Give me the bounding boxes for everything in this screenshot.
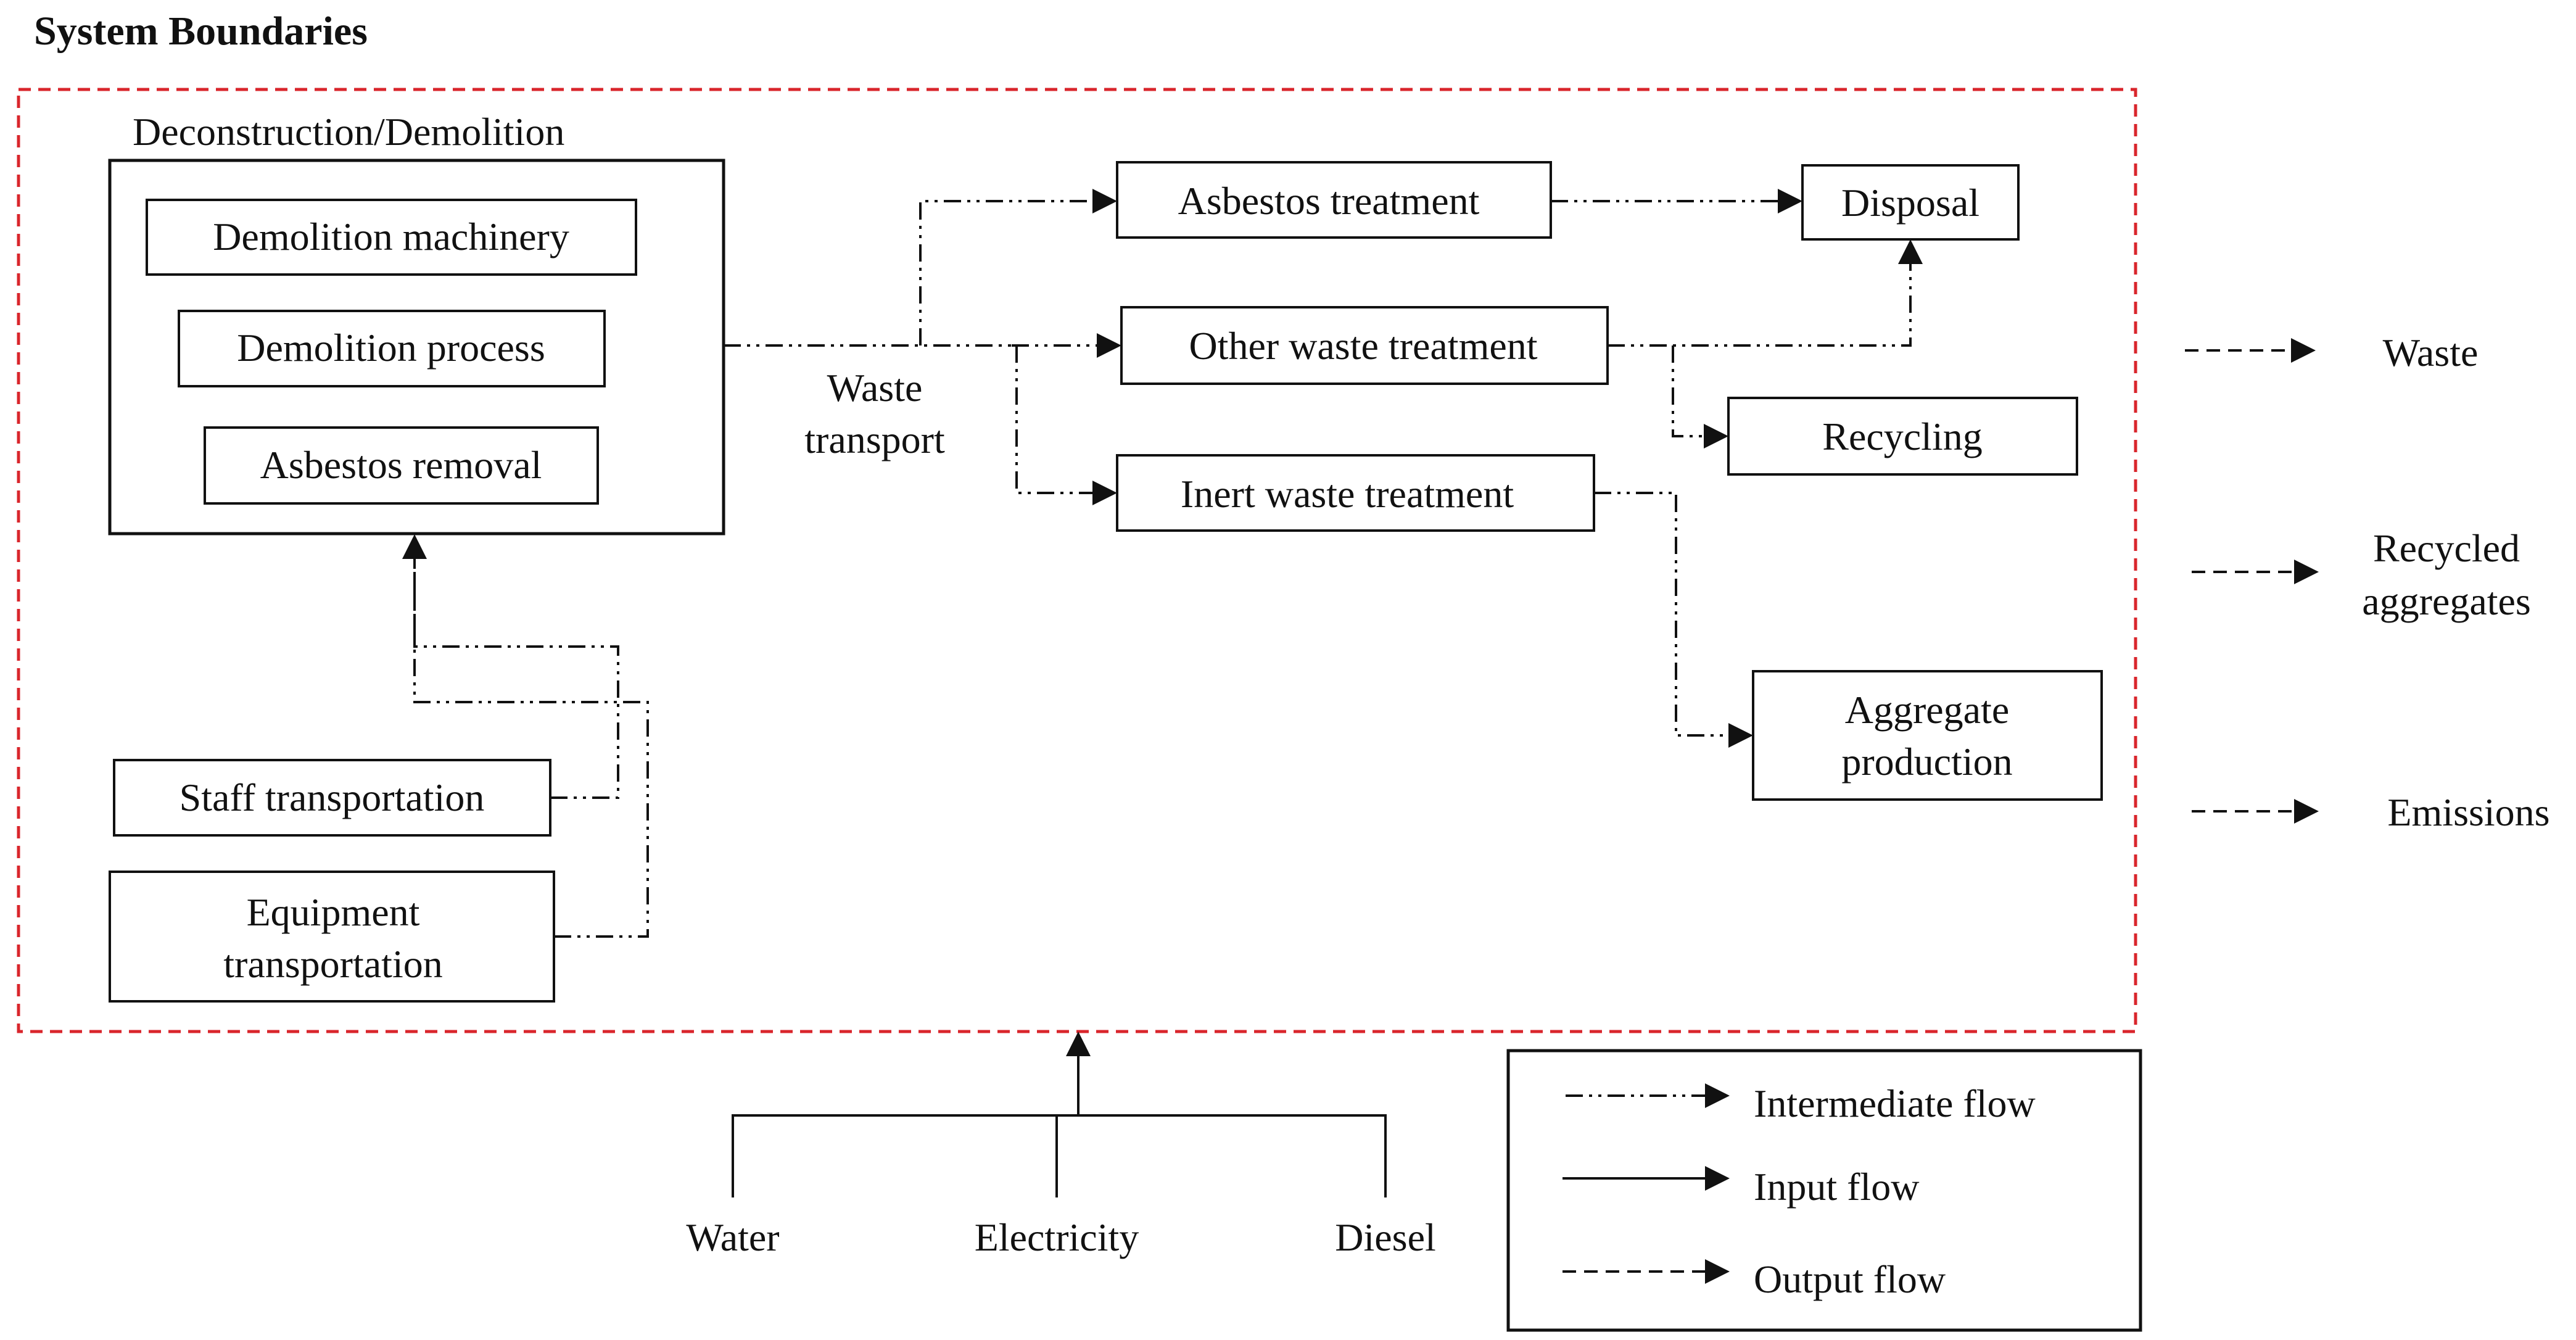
text-line: Recycling [1822,415,1982,458]
recycling-box [1727,397,2078,476]
text-line: Recycled [2373,526,2520,570]
flow-other-to-recycling [1672,345,1728,449]
staff-transportation-box [113,759,551,837]
asbestos-treatment-label: Asbestos treatment [1178,179,1480,223]
text-line: Staff transportation [180,775,485,819]
recycling-label: Recycling [1822,415,1982,458]
input-water: Water [686,1215,779,1259]
inert-waste-treatment-box [1116,454,1595,532]
legend-output-label: Output flow [1754,1257,1946,1301]
text-line: Equipment [247,890,420,934]
text-line: Asbestos removal [260,443,542,487]
staff-transportation-label: Staff transportation [180,775,485,819]
input-flows [732,1032,1387,1197]
flow-to-inert-waste-treatment [1015,345,1117,505]
other-waste-treatment-box [1120,306,1609,385]
text-line: production [1841,740,2012,784]
demolition-process-box [178,310,606,387]
text-line: Waste [2383,331,2479,374]
demolition-machinery-box [146,199,637,276]
text-line: Other waste treatment [1189,324,1537,368]
text-line: Demolition machinery [213,215,569,258]
asbestos-treatment-box [1116,161,1552,239]
text-line: transport [804,418,945,461]
flow-staff-to-group [402,534,619,799]
flow-to-asbestos-treatment [919,189,1117,345]
aggregate-production-box [1752,670,2103,801]
text-line: Inert waste treatment [1181,472,1514,516]
equipment-transportation-label: Equipment transportation [223,890,442,986]
text-line: Emissions [2387,790,2549,834]
text-line: Asbestos treatment [1178,179,1480,223]
flow-inert-to-aggregate [1594,492,1753,748]
asbestos-removal-label: Asbestos removal [260,443,542,487]
demolition-process-label: Demolition process [237,326,545,370]
output-flows [2185,338,2319,824]
text-line: Disposal [1841,181,1979,225]
text-line: Demolition process [237,326,545,370]
aggregate-production-label: Aggregate production [1841,688,2012,784]
group-label: Deconstruction/Demolition [133,110,564,154]
equipment-transportation-box [109,871,555,1003]
disposal-label: Disposal [1841,181,1979,225]
legend-box [1506,1049,2142,1332]
demolition-machinery-label: Demolition machinery [213,215,569,258]
input-electricity: Electricity [975,1215,1139,1259]
input-tree [732,1114,1387,1197]
input-diesel: Diesel [1335,1215,1436,1259]
waste-transport-label: Waste transport [804,366,945,461]
text-line: Waste [827,366,923,410]
flow-other-to-disposal [1608,239,1923,347]
asbestos-removal-box [204,426,599,505]
legend-input-label: Input flow [1754,1165,1919,1209]
other-waste-treatment-label: Other waste treatment [1189,324,1537,368]
output-waste-label: Waste [2383,331,2479,374]
output-recycled-label: Recycled aggregates [2362,526,2531,623]
inert-waste-treatment-label: Inert waste treatment [1181,472,1514,516]
legend-intermediate-label: Intermediate flow [1754,1082,2036,1125]
text-line: transportation [223,942,442,986]
output-emissions-label: Emissions [2387,790,2549,834]
diagram-title: System Boundaries [34,9,368,54]
text-line: aggregates [2362,579,2531,623]
flow-equipment-to-group [413,543,649,938]
intermediate-flows [402,189,1923,938]
text-line: Aggregate [1845,688,2010,732]
